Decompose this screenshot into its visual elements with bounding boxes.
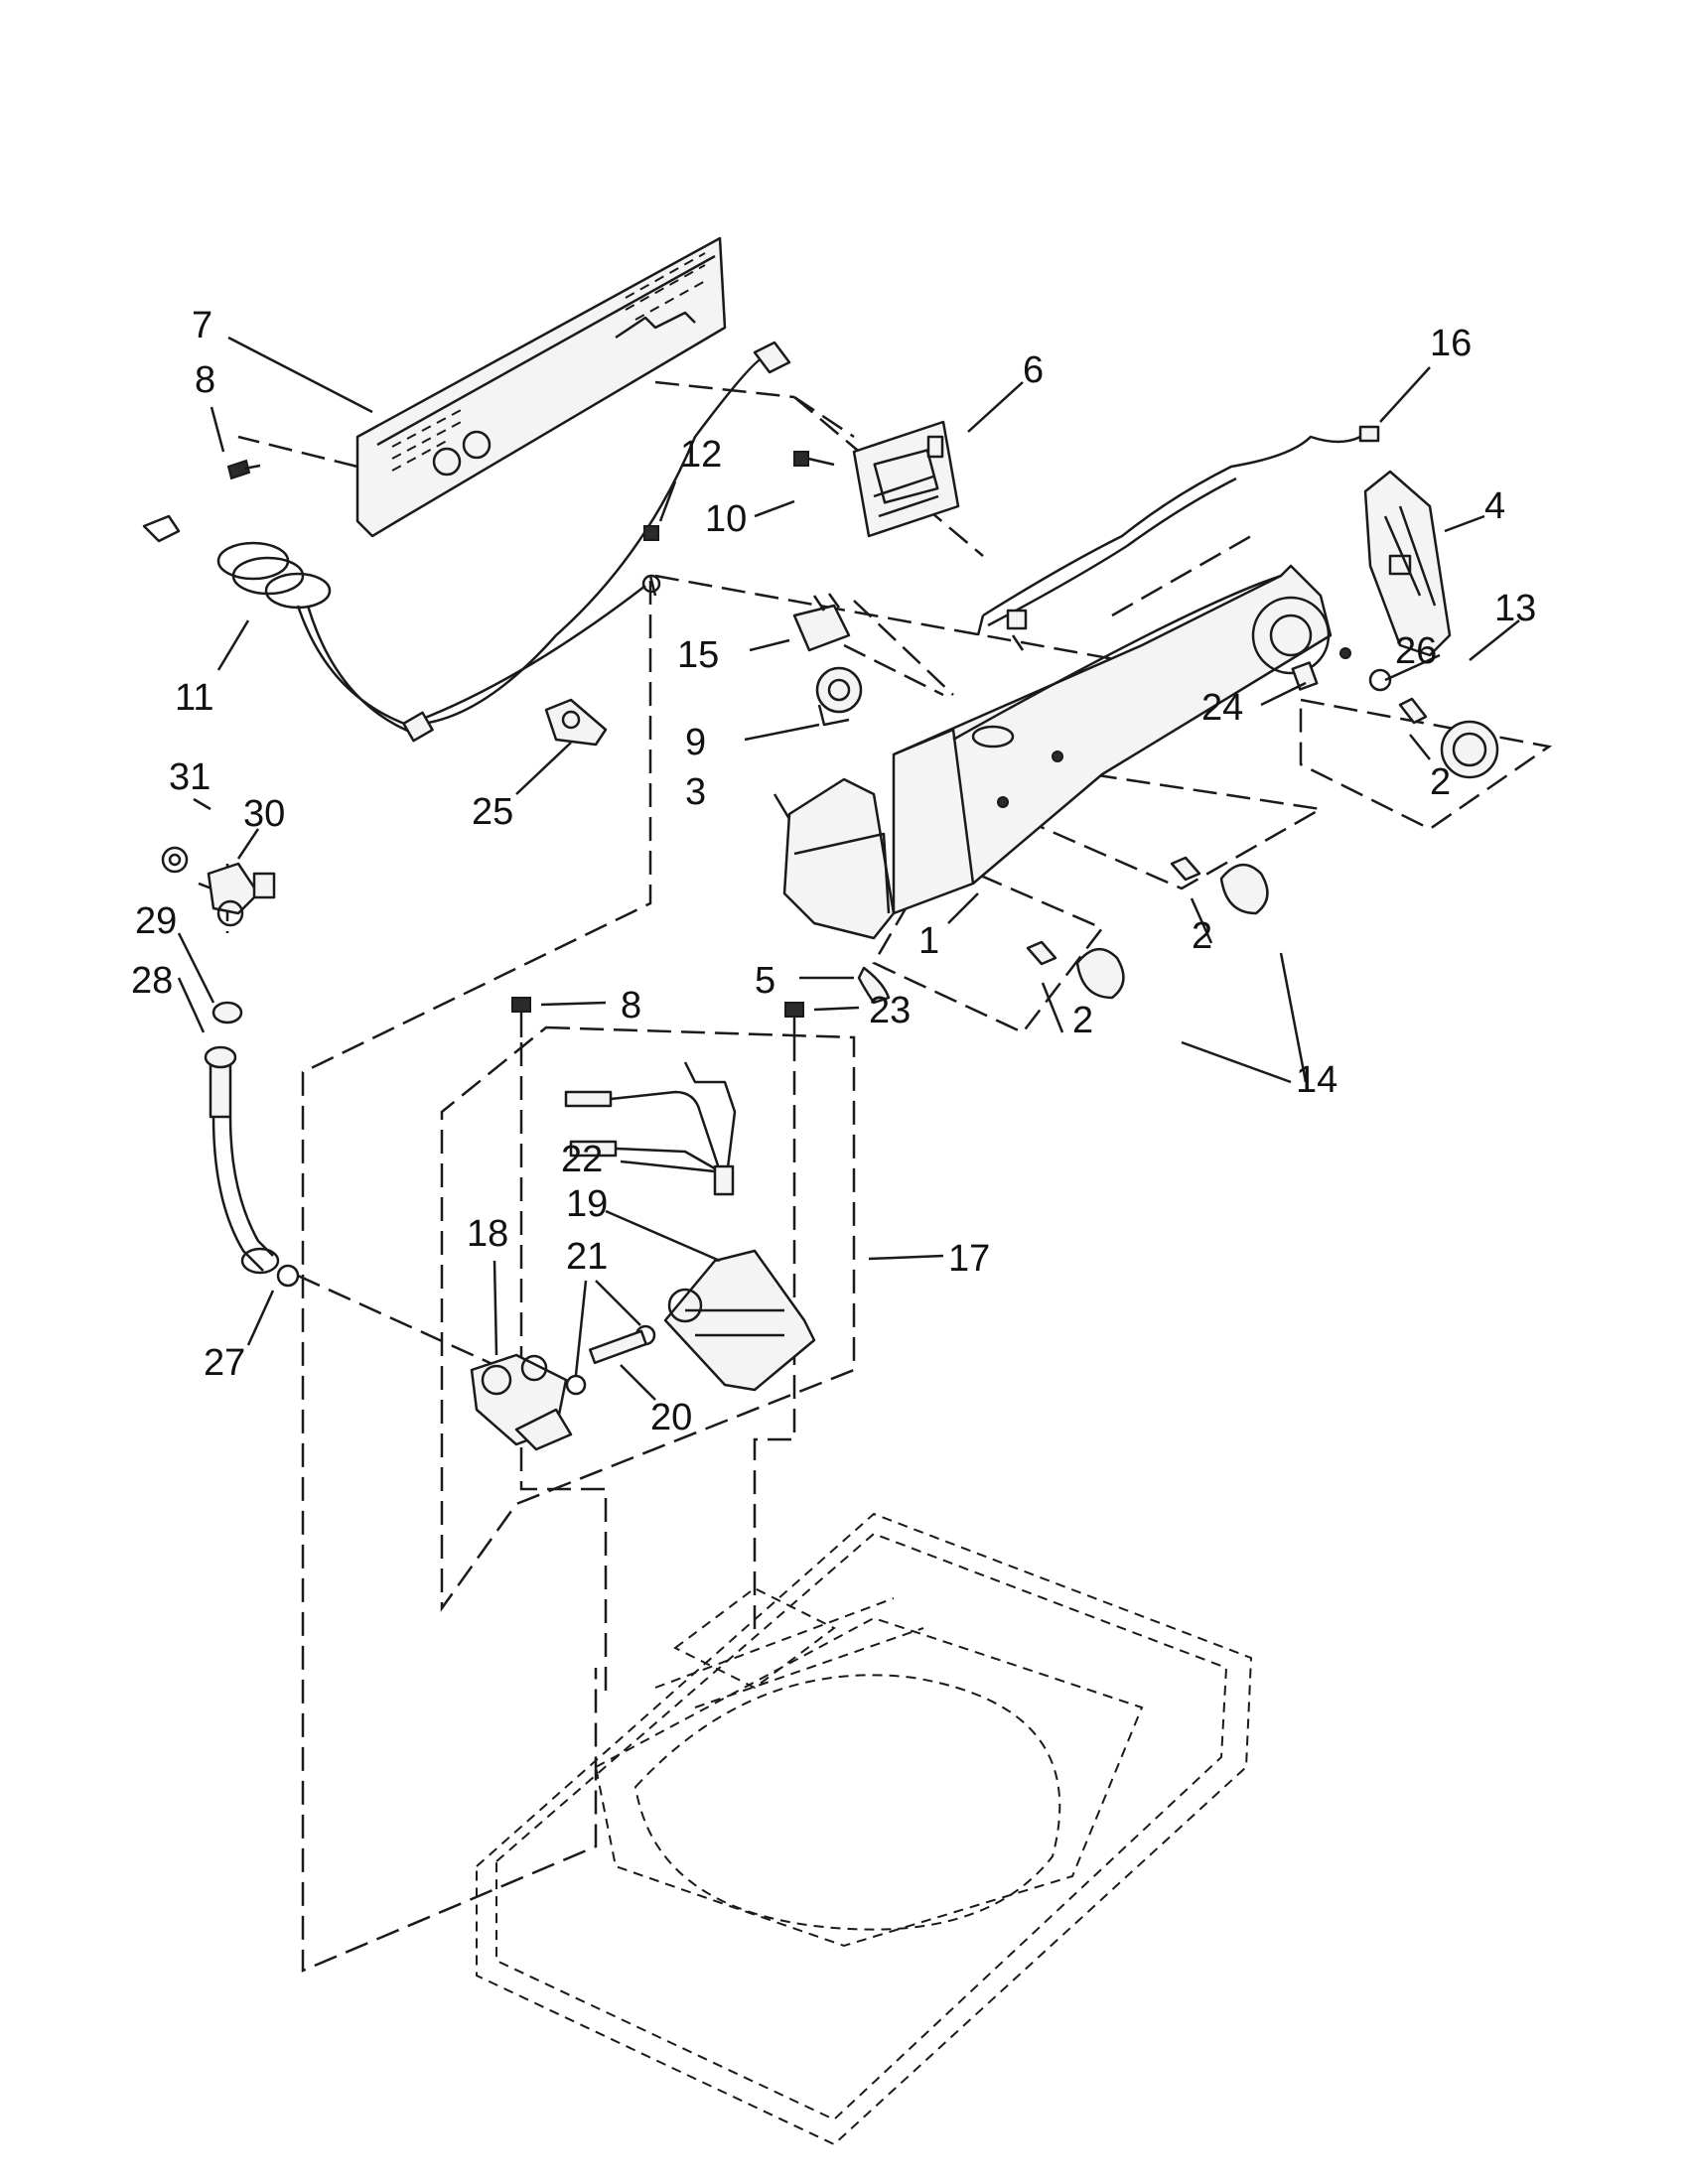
screw-8-lower	[511, 997, 531, 1037]
callout-17: 17	[948, 1238, 990, 1280]
washer-31	[161, 846, 189, 874]
bleach-dispenser-cover	[782, 777, 896, 940]
knob-middle	[1170, 856, 1269, 915]
screw-10	[793, 451, 835, 467]
callout-26: 26	[1395, 630, 1437, 672]
knob-left	[1026, 940, 1125, 1000]
console-back-panel	[355, 236, 727, 538]
callout-14: 14	[1296, 1059, 1337, 1101]
knob-right	[1398, 697, 1499, 779]
callout-20: 20	[650, 1397, 692, 1438]
washer-27	[276, 1264, 300, 1288]
callout-5: 5	[755, 960, 775, 1002]
callout-27: 27	[204, 1342, 245, 1384]
panel-vent-grille	[391, 252, 708, 472]
callout-15: 15	[677, 634, 719, 676]
callout-11: 11	[175, 677, 213, 719]
callout-2: 2	[1192, 915, 1212, 957]
harness-22	[564, 1061, 737, 1196]
callout-labels: 7 8 6 16 12 10 4 13 26 11 15 24 9 2 31 3…	[131, 305, 1536, 1438]
callout-21: 21	[566, 1236, 608, 1278]
callout-18: 18	[467, 1213, 508, 1255]
callout-23: 23	[869, 990, 911, 1031]
callout-24: 24	[1201, 687, 1243, 729]
callout-4: 4	[1484, 485, 1505, 527]
callout-29: 29	[135, 900, 177, 942]
callout-8: 8	[621, 985, 641, 1026]
callout-31: 31	[169, 756, 211, 798]
console-end-cap	[1363, 470, 1452, 657]
clamp-25	[544, 698, 608, 747]
water-valve	[470, 1353, 573, 1451]
assembly-dashed-lines	[198, 380, 1553, 1973]
bushing-26	[1368, 668, 1392, 692]
callout-3: 3	[685, 771, 706, 813]
control-board	[852, 420, 960, 538]
callout-2: 2	[1072, 1000, 1093, 1041]
callout-9: 9	[685, 722, 706, 763]
callout-8: 8	[195, 359, 215, 401]
callout-19: 19	[566, 1183, 608, 1225]
callout-2: 2	[1430, 761, 1451, 803]
callout-25: 25	[472, 791, 513, 833]
callout-1: 1	[918, 920, 939, 962]
shaft-24	[1291, 661, 1319, 691]
screw-12	[641, 525, 661, 594]
callout-16: 16	[1430, 323, 1472, 364]
callout-28: 28	[131, 960, 173, 1002]
switch-15	[792, 593, 851, 652]
cabinet-top-outline	[476, 1512, 1253, 2146]
hose-20	[588, 1329, 647, 1365]
screw-23	[784, 1002, 804, 1037]
pressure-switch-9	[815, 666, 863, 727]
top-screw-8	[226, 459, 261, 480]
callout-12: 12	[680, 434, 722, 476]
callout-10: 10	[705, 498, 747, 540]
callout-6: 6	[1023, 349, 1044, 391]
adapter-30	[207, 862, 276, 927]
callout-22: 22	[561, 1139, 603, 1180]
wire-harness	[976, 425, 1380, 651]
water-inlet-housing	[663, 1249, 816, 1392]
leader-lines	[177, 336, 1520, 1401]
console	[892, 564, 1351, 915]
clip-5	[857, 966, 891, 1005]
power-cord	[142, 341, 791, 743]
inlet-hose	[204, 1045, 280, 1275]
screen-29	[211, 1001, 243, 1024]
callout-13: 13	[1494, 588, 1536, 629]
callout-7: 7	[192, 305, 212, 346]
callout-30: 30	[243, 793, 285, 835]
